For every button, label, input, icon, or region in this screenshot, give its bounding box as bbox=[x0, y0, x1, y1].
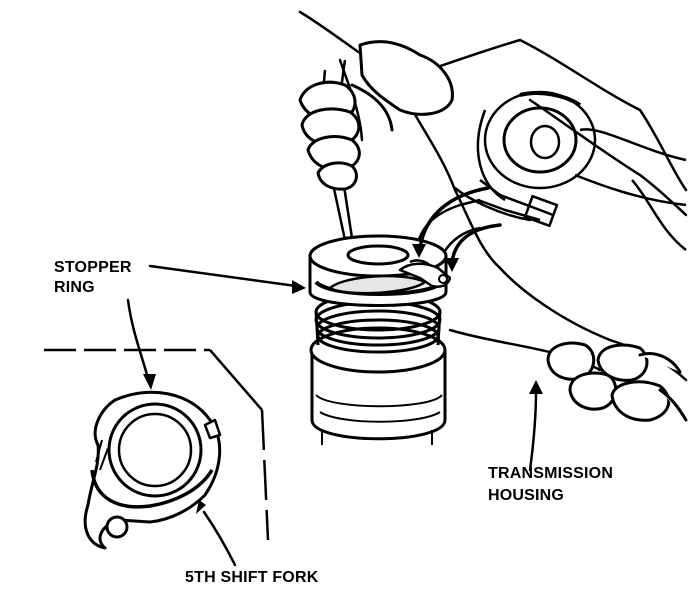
label-shift-fork: 5TH SHIFT FORK bbox=[185, 569, 319, 586]
label-housing-line2: HOUSING bbox=[488, 487, 564, 504]
output-shaft bbox=[476, 90, 687, 251]
arrowhead-fork-detail bbox=[143, 374, 156, 390]
label-stopper-line1: STOPPER bbox=[54, 259, 132, 276]
mainshaft-assembly bbox=[308, 234, 452, 445]
label-housing-line1: TRANSMISSION bbox=[488, 465, 613, 482]
arrowhead-housing bbox=[529, 380, 543, 394]
arrowhead-stopper bbox=[292, 280, 306, 294]
right-hand bbox=[546, 341, 688, 422]
left-hand bbox=[298, 40, 454, 191]
label-stopper-line2: RING bbox=[54, 279, 95, 296]
action-arrows bbox=[418, 186, 502, 264]
shift-fork-detail bbox=[83, 390, 222, 550]
arrowhead-upper bbox=[412, 244, 426, 258]
arrowhead-lower bbox=[445, 258, 459, 272]
detail-inset-border bbox=[44, 348, 270, 541]
leader-lines bbox=[126, 264, 538, 567]
transmission-housing bbox=[298, 10, 688, 382]
arrowhead-shift-fork bbox=[196, 500, 206, 514]
